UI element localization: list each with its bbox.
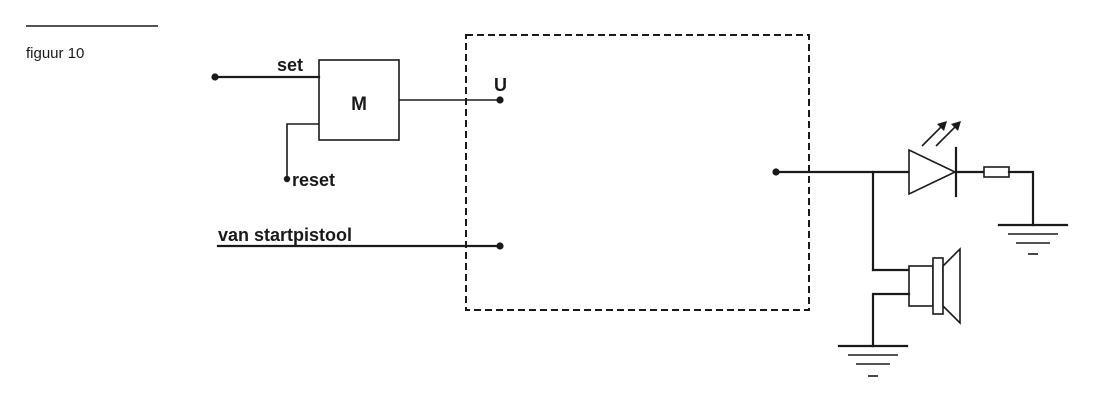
speaker-coil	[932, 257, 944, 315]
pistol-terminal	[496, 242, 504, 250]
reset-terminal	[283, 175, 291, 183]
memory-cell: M	[318, 59, 400, 141]
output-circuit	[772, 168, 911, 272]
pistol-input: van startpistool	[216, 225, 504, 250]
figure-caption: figuur 10	[26, 45, 84, 62]
memory-block-label: M	[351, 94, 367, 115]
led-icon	[908, 121, 961, 198]
led-triangle	[908, 148, 957, 196]
speaker-magnet	[908, 265, 934, 307]
resistor-icon	[954, 166, 1035, 227]
resistor-body	[983, 166, 1010, 178]
led-arrow-2	[935, 123, 959, 147]
led-arrowhead-2	[951, 121, 961, 131]
pistol-label: van startpistool	[218, 225, 352, 245]
reset-label: reset	[292, 170, 335, 190]
memory-output: U	[399, 75, 507, 104]
speaker-ground-wire	[871, 292, 911, 348]
set-label: set	[277, 55, 303, 75]
led-arrow-1	[921, 123, 945, 147]
set-input: set	[211, 55, 321, 81]
reset-wire	[286, 123, 319, 179]
reset-input: reset	[283, 123, 335, 190]
loudspeaker-icon	[908, 247, 961, 325]
speaker-cone	[942, 247, 961, 325]
led-arrowhead-1	[937, 121, 947, 131]
output-label: U	[494, 75, 507, 95]
resistor-to-ground-wire	[1007, 170, 1035, 227]
ground-icon	[997, 223, 1069, 255]
processing-box	[465, 34, 810, 311]
output-terminal	[496, 96, 504, 104]
ground-icon	[837, 344, 909, 377]
